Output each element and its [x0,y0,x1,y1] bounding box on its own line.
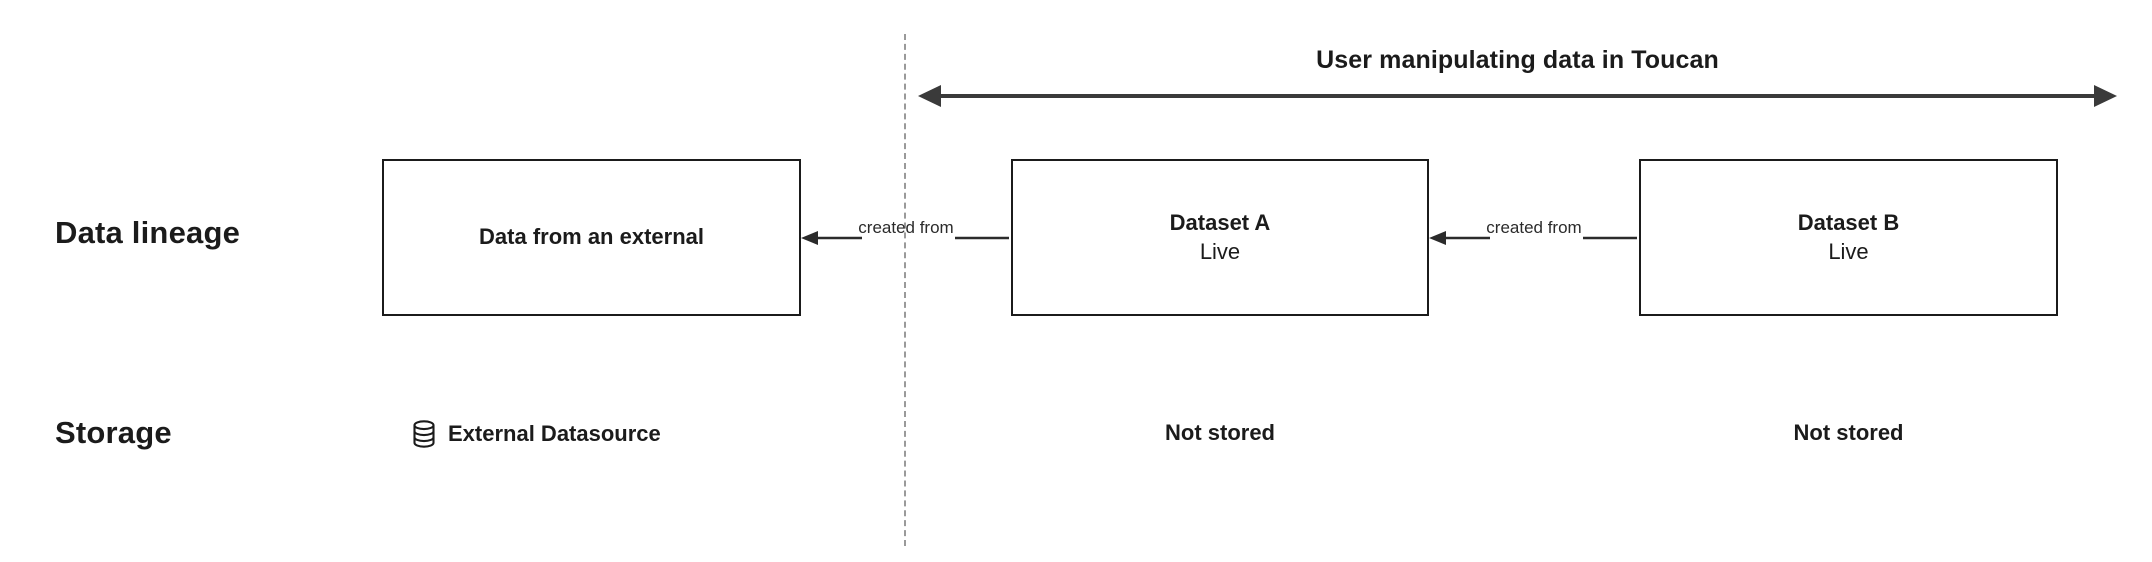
node-box-external[interactable]: Data from an external [382,159,801,316]
left-arrow-icon [1429,231,1637,245]
left-arrow-icon [801,231,1009,245]
storage-dataset-a: Not stored [1165,420,1275,445]
double-headed-arrow-icon [918,85,2117,107]
node-subtitle: Live [1199,238,1241,264]
storage-external-datasource: External Datasource [412,420,661,448]
connector-label: created from [1486,218,1582,237]
row-label-storage: Storage [55,415,172,450]
row-label-data-lineage: Data lineage [55,215,241,250]
node-title: Dataset A [1169,210,1271,236]
connector-created-from-1: created from [800,218,1012,258]
node-title: Data from an external [479,224,704,250]
storage-label: External Datasource [448,421,661,446]
connector-label: created from [858,218,954,237]
storage-dataset-b: Not stored [1793,420,1904,445]
node-box-dataset-a[interactable]: Dataset A Live [1011,159,1429,316]
node-box-dataset-b[interactable]: Dataset B Live [1639,159,2058,316]
vertical-dashed-divider-icon [904,34,906,546]
node-subtitle: Live [1828,238,1869,264]
connector-created-from-2: created from [1428,218,1640,258]
database-cylinder-icon [412,420,436,448]
node-title: Dataset B [1797,210,1900,236]
scope-label: User manipulating data in Toucan [1316,46,1719,74]
